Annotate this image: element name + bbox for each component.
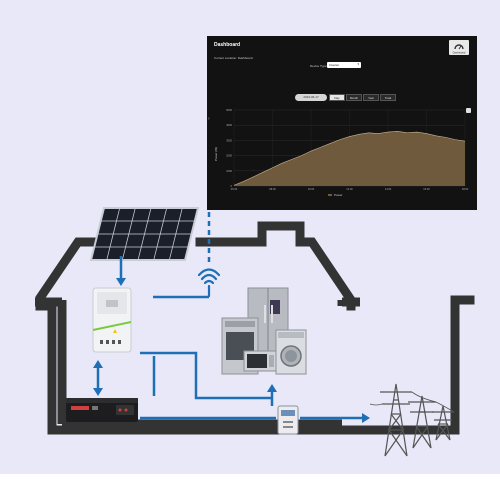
device-type-label: Device Type: [310, 64, 328, 68]
tab-total[interactable]: Total [380, 94, 396, 101]
x-tick-label: 10:00 [308, 187, 315, 191]
power-chart: 0 1000 2000 3000 4000 5000 06:00 08:00 10:00 12:… [214, 108, 469, 197]
legend-swatch [328, 194, 332, 196]
tab-year[interactable]: Year [363, 94, 379, 101]
battery-icon [66, 398, 138, 422]
dashboard-title: Dashboard [214, 42, 241, 48]
y-tick-label: 0 [231, 184, 233, 188]
export-button[interactable] [466, 108, 471, 113]
svg-text:Dashboard: Dashboard [453, 51, 466, 55]
date-value: 2023-06-17 [303, 95, 319, 99]
tab-day[interactable]: Day [329, 94, 345, 101]
date-picker[interactable]: 2023-06-17 [295, 94, 327, 101]
power-grid-icon [369, 383, 455, 457]
breadcrumb: Current Location: Dashboard [214, 56, 253, 60]
chevron-down-icon: ▾ [357, 62, 359, 66]
device-type-select[interactable]: Inverter ▾ [327, 62, 361, 68]
y-tick-label: 1000 [226, 169, 232, 173]
smart-meter-icon [277, 405, 299, 435]
x-tick-label: 06:00 [231, 187, 238, 191]
collapse-arrow-icon[interactable]: › [208, 116, 210, 122]
appliances-icon [221, 287, 307, 375]
series-line-power [233, 130, 466, 186]
inverter-icon [92, 287, 132, 353]
wifi-icon [197, 268, 221, 298]
x-tick-label: 12:00 [346, 187, 353, 191]
energy-flow-lines [93, 256, 370, 423]
x-tick-label: 18:00 [462, 187, 469, 191]
dashboard-panel: Dashboard Current Location: Dashboard Da… [207, 36, 477, 210]
x-tick-label: 08:00 [269, 187, 276, 191]
y-tick-label: 4000 [226, 123, 232, 127]
tab-month[interactable]: Month [346, 94, 362, 101]
device-type-value: Inverter [329, 63, 340, 67]
legend-label: Power [334, 193, 343, 197]
y-tick-label: 5000 [226, 108, 232, 112]
y-tick-label: 3000 [226, 138, 232, 142]
y-axis-label: Power (W) [214, 147, 218, 161]
x-tick-label: 14:00 [385, 187, 392, 191]
dashboard-icon[interactable]: Dashboard [449, 40, 469, 55]
y-tick-label: 2000 [226, 154, 232, 158]
x-tick-label: 16:00 [423, 187, 430, 191]
solar-panel-icon [89, 207, 200, 261]
series-area-power [234, 131, 465, 186]
